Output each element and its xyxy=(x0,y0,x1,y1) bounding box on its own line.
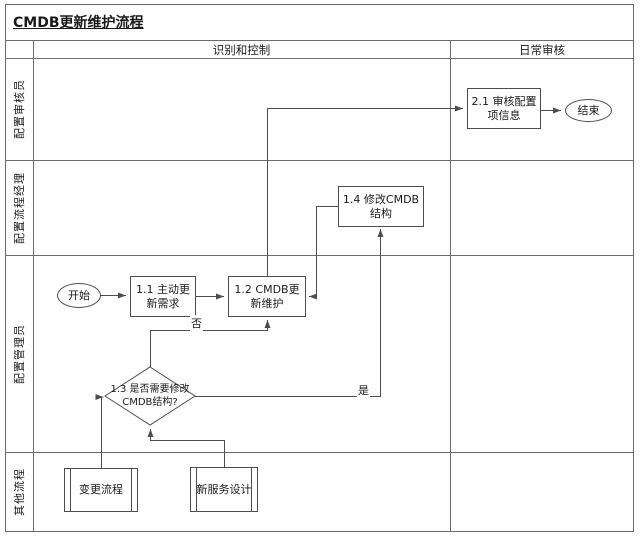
lane-label-config-admin: 配置管理员 xyxy=(5,255,33,452)
branch-label-yes: 是 xyxy=(357,382,370,398)
edge-newservice-to-1-3 xyxy=(147,429,225,467)
new-service-design-node: 新服务设计 xyxy=(190,467,258,512)
edge-1-3-no-to-1-2 xyxy=(150,320,271,367)
decision-1-3-label: 1.3 是否需要修改CMDB结构? xyxy=(110,384,190,408)
lane-label-text: 其他流程 xyxy=(13,467,26,516)
end-node: 结束 xyxy=(565,99,612,122)
step-1-4-node: 1.4 修改CMDB结构 xyxy=(338,186,424,227)
lane-label-config-auditor: 配置审核员 xyxy=(5,58,33,160)
edge-1-4-to-1-2 xyxy=(309,206,338,300)
column-header-daily-audit: 日常审核 xyxy=(519,42,565,57)
edge-change-to-1-3 xyxy=(95,394,104,468)
step-2-1-node: 2.1 审核配置项信息 xyxy=(467,88,541,129)
lane-label-text: 配置流程经理 xyxy=(13,171,26,244)
start-node: 开始 xyxy=(57,283,101,308)
step-1-2-node: 1.2 CMDB更新维护 xyxy=(228,276,306,317)
step-1-1-node: 1.1 主动更新需求 xyxy=(130,276,196,317)
lane-label-config-process-manager: 配置流程经理 xyxy=(5,160,33,255)
edge-1-2-to-2-1 xyxy=(267,105,463,276)
lane-label-text: 配置管理员 xyxy=(13,323,26,384)
lane-label-other-processes: 其他流程 xyxy=(5,452,33,531)
column-header-identify-control: 识别和控制 xyxy=(212,42,271,57)
diagram-title: CMDB更新维护流程 xyxy=(13,15,144,31)
branch-label-no: 否 xyxy=(190,315,203,331)
lane-label-text: 配置审核员 xyxy=(13,79,26,139)
decision-1-3-diamond xyxy=(104,366,196,426)
change-process-node: 变更流程 xyxy=(64,468,138,512)
chart-border xyxy=(5,4,634,532)
edge-1-3-yes-to-1-4 xyxy=(195,229,384,397)
